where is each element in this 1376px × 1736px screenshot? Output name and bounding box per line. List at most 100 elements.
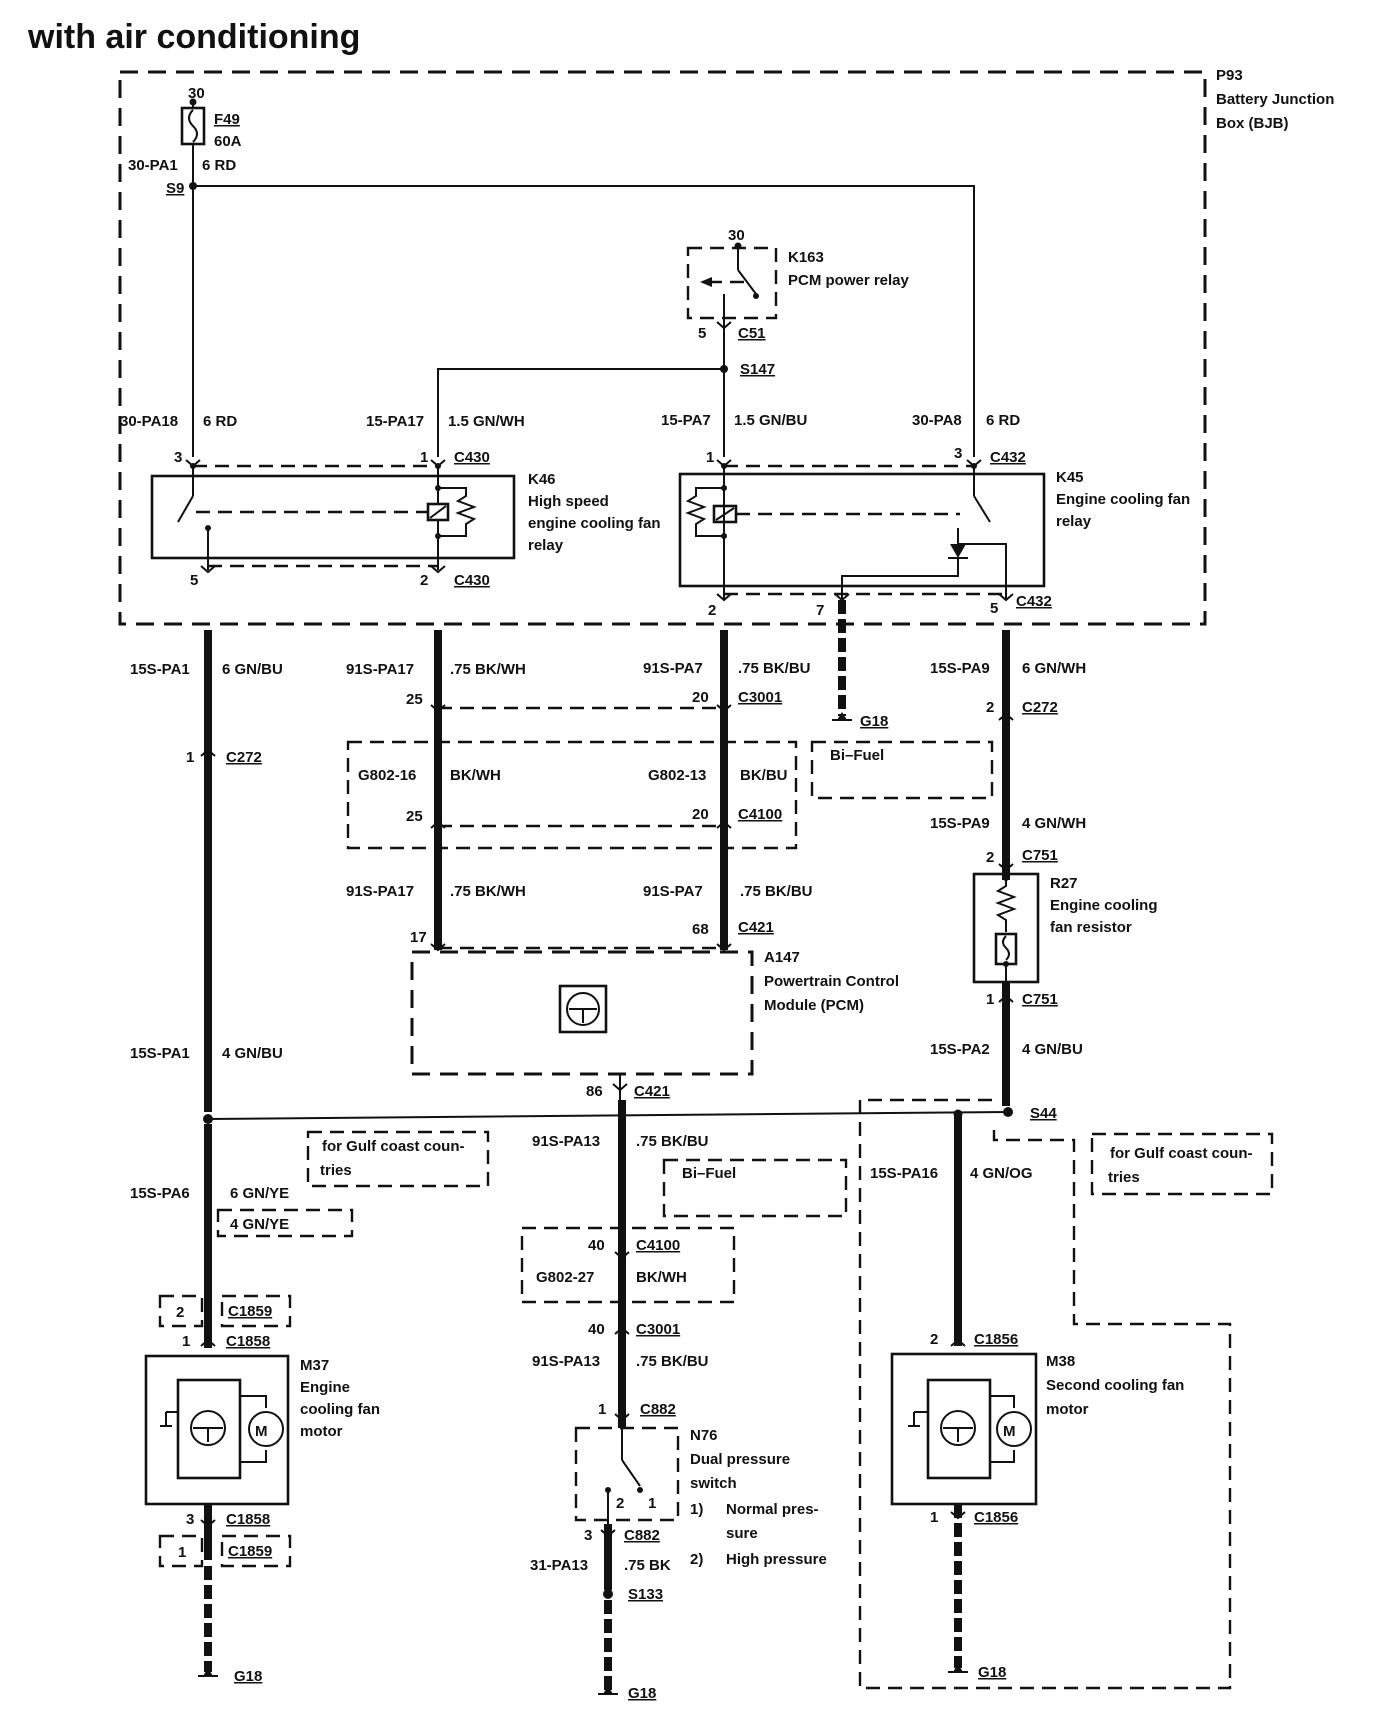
gulf-option-region	[858, 1098, 1232, 1690]
ground-g18-bifuel-label: G18	[860, 713, 888, 730]
c4100-top-label: C4100	[738, 806, 782, 823]
k46-desc-3: relay	[528, 537, 564, 554]
c272-pin-2: 2	[986, 699, 994, 716]
c1859-top-box	[220, 1294, 292, 1328]
wire-g802-16-spec: BK/WH	[450, 767, 501, 784]
ground-g18-center-label: G18	[628, 1685, 656, 1702]
splice-s9-label: S9	[166, 180, 184, 197]
wire-s9-to-k45	[193, 185, 975, 457]
bifuel-note-right-label: Bi–Fuel	[830, 747, 884, 764]
gulf-note-left	[306, 1130, 490, 1188]
k46-conn-bot: C430	[454, 572, 490, 589]
k46-conn-top: C430	[454, 449, 490, 466]
m37-motor-symbol: M	[255, 1423, 268, 1440]
motor-m38: M M38 Second cooling fan motor	[890, 1352, 1184, 1506]
wire-s147-to-k46	[437, 368, 724, 457]
m37-desc-3: motor	[300, 1423, 343, 1440]
wire-15-pa7-spec: 1.5 GN/BU	[734, 412, 807, 429]
a147-conn-bot: C421	[634, 1083, 670, 1100]
c272-left-label: C272	[226, 749, 262, 766]
m37-desc-2: cooling fan	[300, 1401, 380, 1418]
k46-desc-2: engine cooling fan	[528, 515, 661, 532]
ground-g18-right: G18	[948, 1664, 1006, 1681]
diagram-title: with air conditioning	[27, 18, 360, 56]
m37-conn-b-bot: C1859	[228, 1543, 272, 1560]
wire-15s-pa1-label: 15S-PA1	[130, 661, 190, 678]
k45-desc-1: Engine cooling fan	[1056, 491, 1190, 508]
wire-15s-pa2-label: 15S-PA2	[930, 1041, 990, 1058]
m37-conn-a-top: C1858	[226, 1333, 270, 1350]
wire-91s-pa13b-spec: .75 BK/BU	[636, 1353, 709, 1370]
n76-desc-1: Dual pressure	[690, 1451, 790, 1468]
fuse-rating: 60A	[214, 133, 242, 150]
m37-desc-1: Engine	[300, 1379, 350, 1396]
m38-conn-top: C1856	[974, 1331, 1018, 1348]
c4100-harness-box	[346, 740, 798, 850]
wire-15s-pa6-alt: 4 GN/YE	[230, 1216, 289, 1233]
wire-g802-13: G802-13	[648, 767, 706, 784]
c4100-pin-40: 40	[588, 1237, 605, 1254]
n76-switch-2: 2	[616, 1495, 624, 1512]
r27-conn-bot: C751	[1022, 991, 1058, 1008]
n76-opt1-a: Normal pres-	[726, 1501, 819, 1518]
c4100-lower-label: C4100	[636, 1237, 680, 1254]
n76-opt2: High pressure	[726, 1551, 827, 1568]
ground-g18-left-label: G18	[234, 1668, 262, 1685]
k45-pin-5: 5	[990, 600, 998, 617]
splice-s44-label: S44	[1030, 1105, 1057, 1122]
n76-opt1-num: 1)	[690, 1501, 703, 1518]
wire-31-pa13-label: 31-PA13	[530, 1557, 588, 1574]
m38-desc-2: motor	[1046, 1401, 1089, 1418]
r27-id: R27	[1050, 875, 1078, 892]
k46-desc-1: High speed	[528, 493, 609, 510]
wire-15s-pa1-spec: 6 GN/BU	[222, 661, 283, 678]
fuse-f49: 30 F49 60A	[180, 85, 242, 186]
wire-31-pa13-spec: .75 BK	[624, 1557, 671, 1574]
k45-pin-2: 2	[708, 602, 716, 619]
n76-pin-1: 1	[598, 1401, 606, 1418]
a147-pin-68: 68	[692, 921, 709, 938]
m38-conn-bot: C1856	[974, 1509, 1018, 1526]
bjb-enclosure	[118, 70, 1207, 626]
n76-switch-1: 1	[648, 1495, 656, 1512]
m38-pin-2: 2	[930, 1331, 938, 1348]
wire-91s-pa13-spec: .75 BK/BU	[636, 1133, 709, 1150]
c4100-pin-25: 25	[406, 808, 423, 825]
c1859-top-pin-box	[158, 1294, 204, 1328]
k163-pin-30: 30	[728, 227, 745, 244]
m37-id: M37	[300, 1357, 329, 1374]
r27-pin-1: 1	[986, 991, 994, 1008]
c4100-lower-box	[520, 1226, 736, 1304]
a147-desc-1: Powertrain Control	[764, 973, 899, 990]
wire-15s-pa1b-spec: 4 GN/BU	[222, 1045, 283, 1062]
wire-15s-pa6-label: 15S-PA6	[130, 1185, 190, 1202]
wire-15s-pa6-spec: 6 GN/YE	[230, 1185, 289, 1202]
a147-id: A147	[764, 949, 800, 966]
k163-id: K163	[788, 249, 824, 266]
wire-15s-pa16-spec: 4 GN/OG	[970, 1165, 1033, 1182]
k46-pin-1: 1	[420, 449, 428, 466]
m37-pin-1b: 1	[178, 1544, 186, 1561]
splice-s44	[1003, 1107, 1013, 1117]
r27-desc-2: fan resistor	[1050, 919, 1132, 936]
c272-pin-1: 1	[186, 749, 194, 766]
c3001-top-label: C3001	[738, 689, 782, 706]
r27-desc-1: Engine cooling	[1050, 897, 1158, 914]
bjb-label-1: Battery Junction	[1216, 91, 1334, 108]
wire-91s-pa17-spec: .75 BK/WH	[450, 661, 526, 678]
m38-desc-1: Second cooling fan	[1046, 1377, 1184, 1394]
wire-91s-pa17b-spec: .75 BK/WH	[450, 883, 526, 900]
ground-g18-center: G18	[598, 1685, 656, 1702]
c1859-bot-box	[220, 1534, 292, 1568]
wire-15s-pa9b-label: 15S-PA9	[930, 815, 990, 832]
c4100-pin-20: 20	[692, 806, 709, 823]
bifuel-note-center	[662, 1158, 848, 1218]
gulf-note-right-1: for Gulf coast coun-	[1110, 1145, 1253, 1162]
relay-k45: 1 3 C432 2 7 5 C432 K45 Engine cooling f…	[678, 445, 1190, 619]
gulf-note-right-2: tries	[1108, 1169, 1140, 1186]
m37-pin-3: 3	[186, 1511, 194, 1528]
n76-opt1-b: sure	[726, 1525, 758, 1542]
wire-30-pa18: 30-PA18	[120, 413, 178, 430]
splice-s133	[603, 1589, 613, 1599]
a147-pin-17: 17	[410, 929, 427, 946]
